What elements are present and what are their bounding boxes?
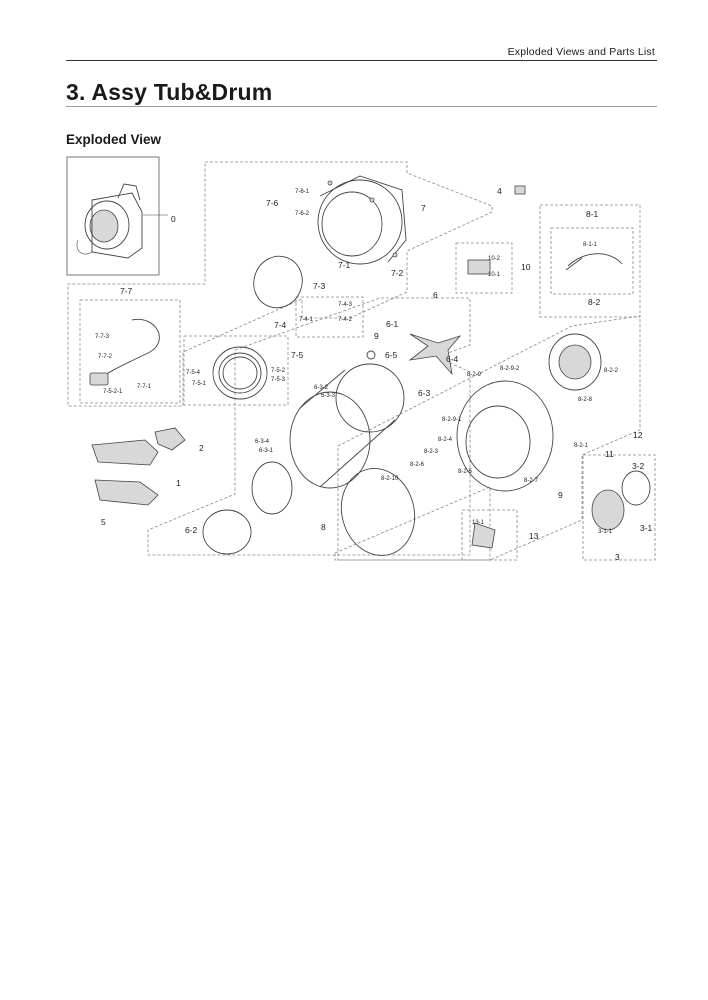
callout-11: 11 <box>605 449 614 459</box>
callout-6: 6 <box>433 290 438 300</box>
callout-8-2-3: 8-2-3 <box>424 449 439 455</box>
rotor-part <box>591 489 625 531</box>
callout-8-2-7: 8-2-7 <box>524 478 539 484</box>
callout-7-5: 7-5 <box>291 350 304 360</box>
callout-13: 13 <box>529 531 539 541</box>
callout-6-3: 6-3 <box>418 388 431 398</box>
header-rule <box>66 60 657 61</box>
callout-0: 0 <box>171 214 176 224</box>
callout-8-2-8: 8-2-8 <box>578 397 593 403</box>
spider-part <box>408 333 462 376</box>
callout-10-1: 10-1 <box>488 272 501 278</box>
tub-seal-part <box>340 468 416 556</box>
callout-7-4: 7-4 <box>274 320 287 330</box>
sensor-part-4 <box>514 185 526 195</box>
callout-8-2: 8-2 <box>588 297 601 307</box>
callout-7-5-1: 7-5-1 <box>192 381 207 387</box>
page-title: 3. Assy Tub&Drum <box>66 79 273 105</box>
header-section-title: Exploded Views and Parts List <box>507 46 655 58</box>
callout-6-2: 6-2 <box>185 525 198 535</box>
callout-3-2: 3-2 <box>632 461 645 471</box>
callout-8-2-9-2: 8-2-9-2 <box>500 366 520 372</box>
callout-7-7: 7-7 <box>120 286 133 296</box>
callout-8-2-5: 8-2-5 <box>458 469 473 475</box>
callout-1: 1 <box>176 478 181 488</box>
callout-3-1-1: 3-1-1 <box>598 529 613 535</box>
callout-10: 10 <box>521 262 531 272</box>
weight-parts <box>91 427 186 506</box>
callout-6-5: 6-5 <box>385 350 398 360</box>
callout-8-2-9-1: 8-2-9-1 <box>442 417 462 423</box>
callout-7-5-2: 7-5-2 <box>271 368 286 374</box>
callout-7-5-2-1: 7-5-2-1 <box>103 389 123 395</box>
callout-8-2-1: 8-2-1 <box>574 443 589 449</box>
callout-13-1: 13-1 <box>472 520 485 526</box>
callout-8-1-1: 8-1-1 <box>583 242 598 248</box>
callout-7-3: 7-3 <box>313 281 326 291</box>
callout-6-3-4: 6-3-4 <box>255 439 270 445</box>
callout-7: 7 <box>421 203 426 213</box>
callout-8: 8 <box>321 522 326 532</box>
callout-7-4-1: 7-4-1 <box>299 317 314 323</box>
callout-7-6: 7-6 <box>266 198 279 208</box>
tub-rear-part <box>456 333 602 492</box>
callout-7-4-3: 7-4-3 <box>338 302 353 308</box>
callout-7-5-3: 7-5-3 <box>271 377 286 383</box>
callout-7-7-2: 7-7-2 <box>98 354 113 360</box>
callout-labels: 0 1 2 3 3-1 3-1-1 3-2 4 5 6 6-1 6-2 6-3 … <box>95 186 653 562</box>
callout-7-5-4: 7-5-4 <box>186 370 201 376</box>
callout-8-2-9: 8-2-9 <box>467 372 482 378</box>
tub-front-part <box>317 175 407 265</box>
callout-7-6-1: 7-6-1 <box>295 189 310 195</box>
callout-8-2-2: 8-2-2 <box>604 368 619 374</box>
callout-8-2-6: 8-2-6 <box>410 462 425 468</box>
callout-7-1: 7-1 <box>338 260 351 270</box>
callout-3: 3 <box>615 552 620 562</box>
callout-7-6-2: 7-6-2 <box>295 211 310 217</box>
callout-8-2-4: 8-2-4 <box>438 437 453 443</box>
bushing-part <box>366 350 376 360</box>
callout-6-1: 6-1 <box>386 319 399 329</box>
callout-8-1: 8-1 <box>586 209 599 219</box>
callout-6-3-2: 6-3-2 <box>314 385 329 391</box>
hose-clamp-part <box>565 257 583 271</box>
title-rule <box>66 106 657 107</box>
callout-6-4: 6-4 <box>446 354 459 364</box>
callout-6-3-1: 6-3-1 <box>259 448 274 454</box>
drum-part <box>202 363 405 555</box>
callout-4: 4 <box>497 186 502 196</box>
callout-9-top: 9 <box>374 331 379 341</box>
group-outlines <box>67 161 656 561</box>
callout-9-bottom: 9 <box>558 490 563 500</box>
sump-part-13 <box>471 522 496 549</box>
callout-7-4-2: 7-4-2 <box>338 317 353 323</box>
callout-8-2-10: 8-2-10 <box>381 476 399 482</box>
gasket-ring-part <box>253 255 303 309</box>
callout-7-7-3: 7-7-3 <box>95 334 110 340</box>
callout-5: 5 <box>101 517 106 527</box>
hose-clip-part <box>89 372 109 386</box>
callout-10-2: 10-2 <box>488 256 501 262</box>
callout-12: 12 <box>633 430 643 440</box>
callout-7-2: 7-2 <box>391 268 404 278</box>
callout-3-1: 3-1 <box>640 523 653 533</box>
hose-part-8-1-1 <box>567 253 623 267</box>
callout-2: 2 <box>199 443 204 453</box>
section-subtitle: Exploded View <box>66 132 162 147</box>
callout-7-7-1: 7-7-1 <box>137 384 152 390</box>
hose-part-7-7 <box>94 318 160 383</box>
gasket-part <box>212 346 268 400</box>
heater-bracket-part <box>467 259 491 275</box>
callout-6-3-3: 6-3-3 <box>321 393 336 399</box>
stator-part <box>621 470 651 506</box>
overview-inset <box>66 156 168 276</box>
